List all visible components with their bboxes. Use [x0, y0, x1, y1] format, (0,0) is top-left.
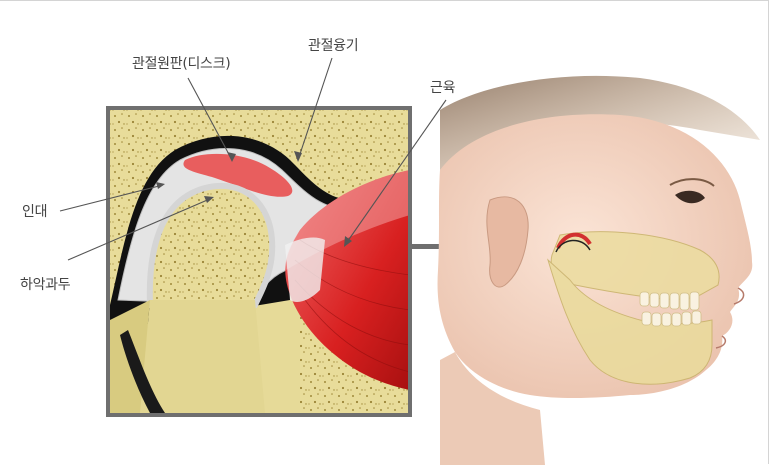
label-muscle: 근육: [430, 77, 455, 97]
label-articular-eminence: 관절융기: [308, 35, 358, 55]
label-mandibular-condyle: 하악과두: [20, 274, 70, 294]
label-articular-disc: 관절원판(디스크): [132, 53, 230, 73]
face-profile: [438, 76, 760, 465]
label-ligament: 인대: [22, 201, 47, 221]
joint-closeup: [106, 106, 412, 417]
condyle-neck: [140, 300, 265, 413]
